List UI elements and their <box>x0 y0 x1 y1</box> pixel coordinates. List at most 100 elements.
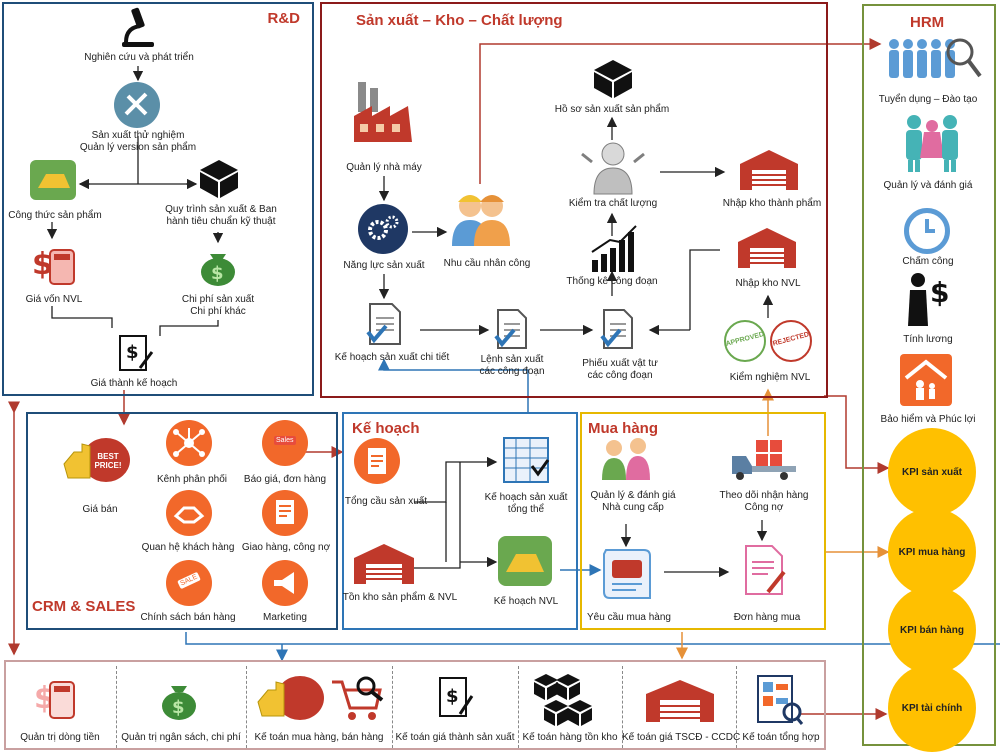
calculator-icon: $ <box>34 681 75 719</box>
planning-title: Kế hoạch <box>352 420 420 437</box>
inventory-label: Tồn kho sản phẩm & NVL <box>342 592 458 603</box>
microscope-icon <box>122 7 154 47</box>
money-bag-icon: $ <box>162 686 196 720</box>
invoice-icon <box>262 490 308 536</box>
issue-label-2: các công đoạn <box>587 370 653 381</box>
insurance-label: Bảo hiểm và Phúc lợi <box>880 414 976 425</box>
receipt-label-1: Theo dõi nhận hàng <box>719 490 809 501</box>
stats-label: Thống kê công đoạn <box>566 276 658 287</box>
material-issue-doc-icon <box>600 309 633 349</box>
kpi-finance: KPI tài chính <box>888 664 976 752</box>
workers-icon <box>452 195 510 246</box>
rejected-stamp-icon: REJECTED <box>770 320 812 362</box>
separator <box>116 666 117 748</box>
fg-in-label: Nhập kho thành phẩm <box>722 198 822 209</box>
rm-test-label: Kiểm nghiệm NVL <box>729 372 811 383</box>
hrm-title: HRM <box>910 14 945 31</box>
crm-marketing-label: Marketing <box>263 612 307 623</box>
rd-prodcost-label-2: Chi phí khác <box>190 306 246 317</box>
request-label: Yêu cầu mua hàng <box>587 612 671 623</box>
network-icon <box>166 420 212 466</box>
payroll-label: Tính lương <box>903 334 953 345</box>
clock-icon <box>904 208 950 254</box>
rd-plan-price-label: Giá thành kế hoạch <box>90 378 178 389</box>
rd-panel: R&D <box>2 2 314 396</box>
factory-label: Quản lý nhà máy <box>346 162 422 173</box>
crm-delivery-label: Giao hàng, công nợ <box>241 542 331 553</box>
rd-formula-label: Công thức sản phẩm <box>8 210 102 221</box>
factory-icon <box>354 82 412 142</box>
gold-bar-icon <box>30 160 76 200</box>
svg-text:$: $ <box>126 342 139 363</box>
po-label: Đơn hàng mua <box>733 612 801 623</box>
sx-arrows <box>378 116 774 336</box>
rd-prodcost-label-1: Chi phí sản xuất <box>181 294 255 305</box>
material-warehouse-icon <box>738 228 796 268</box>
svg-text:$: $ <box>211 263 224 284</box>
master-plan-label-2: tổng thể <box>507 504 545 515</box>
inventory-warehouse-icon <box>354 544 414 584</box>
gears-icon <box>358 204 408 254</box>
accounting-strip <box>4 660 826 750</box>
svg-text:$: $ <box>930 276 949 309</box>
product-file-label: Hồ sơ sản xuất sản phẩm <box>554 104 670 115</box>
rd-process-label-2: hành tiêu chuẩn kỹ thuật <box>166 216 276 227</box>
supplier-label-2: Nhà cung cấp <box>602 502 664 513</box>
sales-tag-icon: Sales <box>262 420 308 466</box>
bottom-label-inventory: Kế toán hàng tồn kho <box>522 732 618 743</box>
best-price-cart-icon <box>257 676 384 720</box>
warehouse-icon <box>646 680 714 722</box>
production-order-doc-icon <box>494 309 527 349</box>
sale-tag-text: SALE <box>177 571 201 590</box>
production-panel: Sản xuất – Kho – Chất lượng <box>320 2 828 398</box>
bar-chart-icon <box>591 225 637 272</box>
separator <box>246 666 247 748</box>
capacity-label: Năng lực sản xuất <box>343 260 425 271</box>
crm-channel-label: Kênh phân phối <box>156 474 228 485</box>
delivery-truck-icon <box>732 440 796 480</box>
salary-icon: $ <box>908 273 949 326</box>
order-label-1: Lệnh sản xuất <box>480 354 544 365</box>
report-icon <box>757 675 804 725</box>
svg-text:$: $ <box>172 697 185 718</box>
detail-plan-doc-icon <box>366 303 401 345</box>
money-bag-icon: $ <box>201 254 235 286</box>
material-plan-gold-icon <box>498 536 552 586</box>
separator <box>518 666 519 748</box>
rejected-stamp-text: REJECTED <box>772 331 810 348</box>
bottom-label-assets: Kế toán giá TSCĐ - CCDC <box>622 732 741 743</box>
kpi-purchase: KPI mua hàng <box>888 508 976 596</box>
purchase-request-scroll-icon <box>603 549 651 599</box>
crm-relation-label: Quan hệ khách hàng <box>141 542 235 553</box>
sales-tag-text: Sales <box>274 436 296 445</box>
bottom-label-trading: Kế toán mua hàng, bán hàng <box>254 732 384 743</box>
purchase-order-doc-icon <box>745 545 786 595</box>
finished-goods-warehouse-icon <box>740 150 798 190</box>
price-document-icon: $ <box>119 335 154 371</box>
ruler-pencil-icon <box>114 82 160 128</box>
master-plan-label-1: Kế hoạch sản xuất <box>484 492 568 503</box>
plan-arrows <box>414 456 768 578</box>
recruitment-team-icon <box>889 38 982 78</box>
production-title: Sản xuất – Kho – Chất lượng <box>356 12 563 29</box>
rd-title: R&D <box>267 10 301 27</box>
megaphone-icon <box>262 560 308 606</box>
rd-research-label: Nghiên cứu và phát triển <box>84 52 194 63</box>
rd-trial-label-2: Quản lý version sản phẩm <box>79 142 197 153</box>
best-price-text: BEST PRICE! <box>94 452 122 470</box>
approved-stamp-text: APPROVED <box>725 331 765 348</box>
attendance-label: Chấm công <box>902 256 954 267</box>
kpi-production: KPI sản xuất <box>888 428 976 516</box>
purchasing-title: Mua hàng <box>588 420 658 437</box>
svg-text:$: $ <box>446 686 459 707</box>
supplier-label-1: Quản lý & đánh giá <box>590 490 676 501</box>
rd-trial-label-1: Sản xuất thử nghiệm <box>91 130 185 141</box>
bottom-label-cashflow: Quản trị dòng tiền <box>20 732 100 743</box>
supplier-people-icon <box>602 438 650 480</box>
svg-text:$: $ <box>32 247 53 282</box>
rd-arrows <box>46 66 224 336</box>
receipt-label-2: Công nợ <box>744 502 784 513</box>
demand-clipboard-icon <box>354 438 400 484</box>
calculator-dollar-icon: $ <box>32 247 75 285</box>
